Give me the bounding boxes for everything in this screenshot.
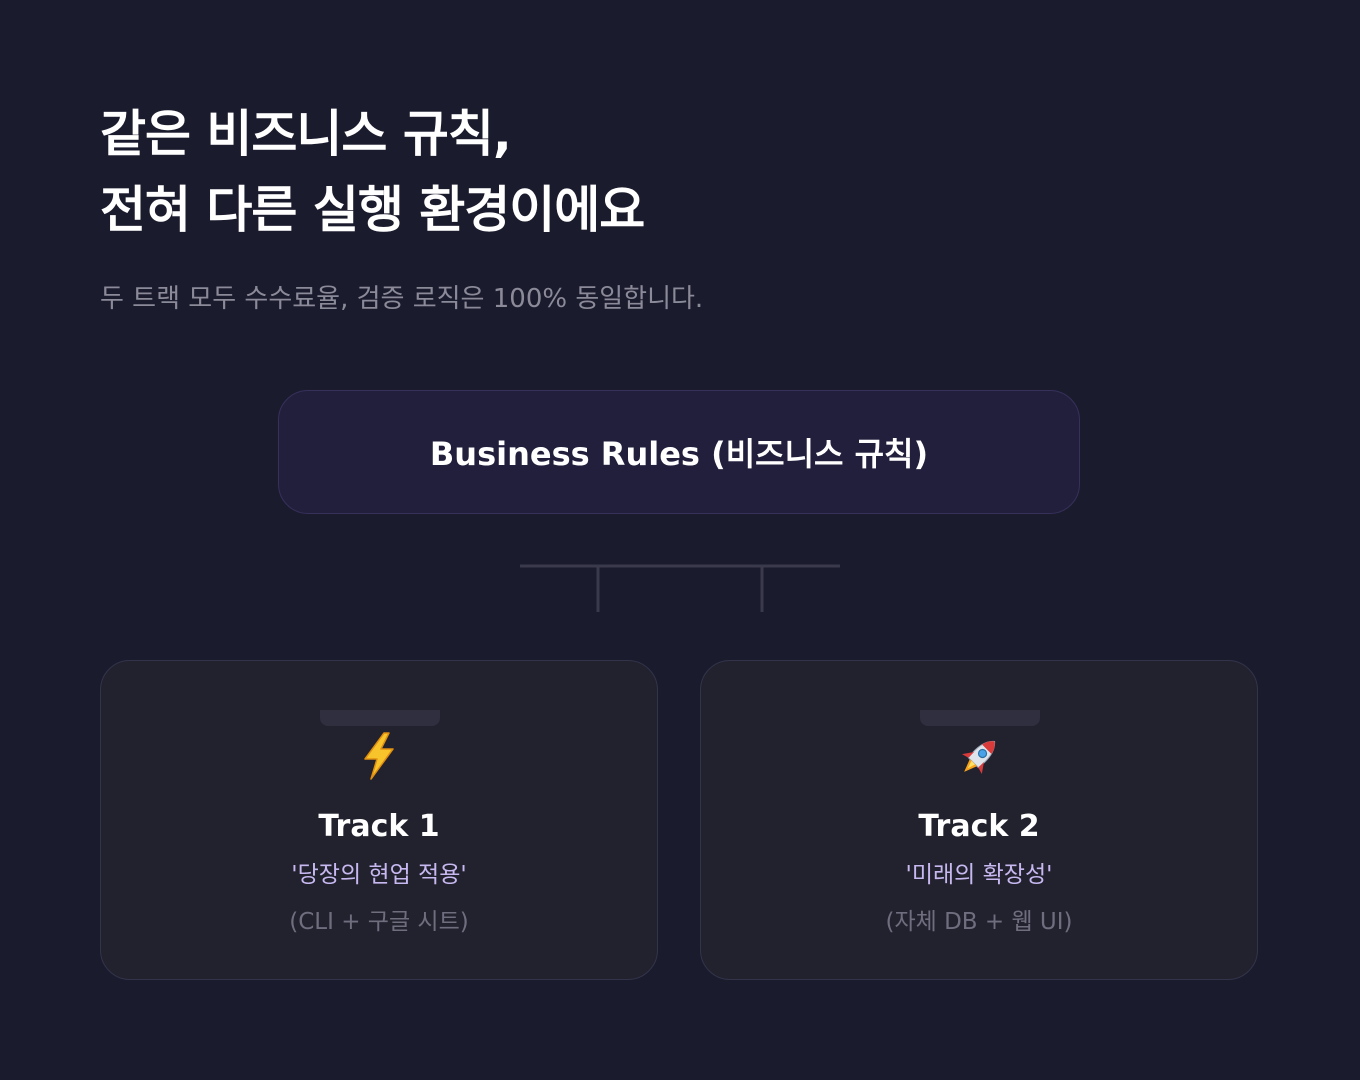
- card-tab: [320, 710, 440, 726]
- track-1-name: Track 1: [318, 809, 440, 844]
- lightning-icon: [101, 731, 657, 785]
- title-line-1: 같은 비즈니스 규칙,: [100, 105, 512, 163]
- title-line-2: 전혀 다른 실행 환경이에요: [100, 181, 645, 239]
- track-2-card: Track 2 '미래의 확장성' (자체 DB + 웹 UI): [700, 660, 1258, 980]
- track-2-detail: (자체 DB + 웹 UI): [885, 909, 1073, 935]
- page-subtitle: 두 트랙 모두 수수료율, 검증 로직은 100% 동일합니다.: [100, 284, 704, 314]
- track-1-card: Track 1 '당장의 현업 적용' (CLI + 구글 시트): [100, 660, 658, 980]
- track-2-name: Track 2: [918, 809, 1040, 844]
- card-tab: [920, 710, 1040, 726]
- business-rules-box: Business Rules (비즈니스 규칙): [278, 390, 1080, 514]
- track-1-tagline: '당장의 현업 적용': [291, 862, 467, 888]
- business-rules-label: Business Rules (비즈니스 규칙): [429, 435, 929, 473]
- track-2-tagline: '미래의 확장성': [905, 862, 1053, 888]
- page-title: 같은 비즈니스 규칙, 전혀 다른 실행 환경이에요: [100, 96, 645, 248]
- track-1-detail: (CLI + 구글 시트): [289, 909, 469, 935]
- rocket-icon: [701, 731, 1257, 785]
